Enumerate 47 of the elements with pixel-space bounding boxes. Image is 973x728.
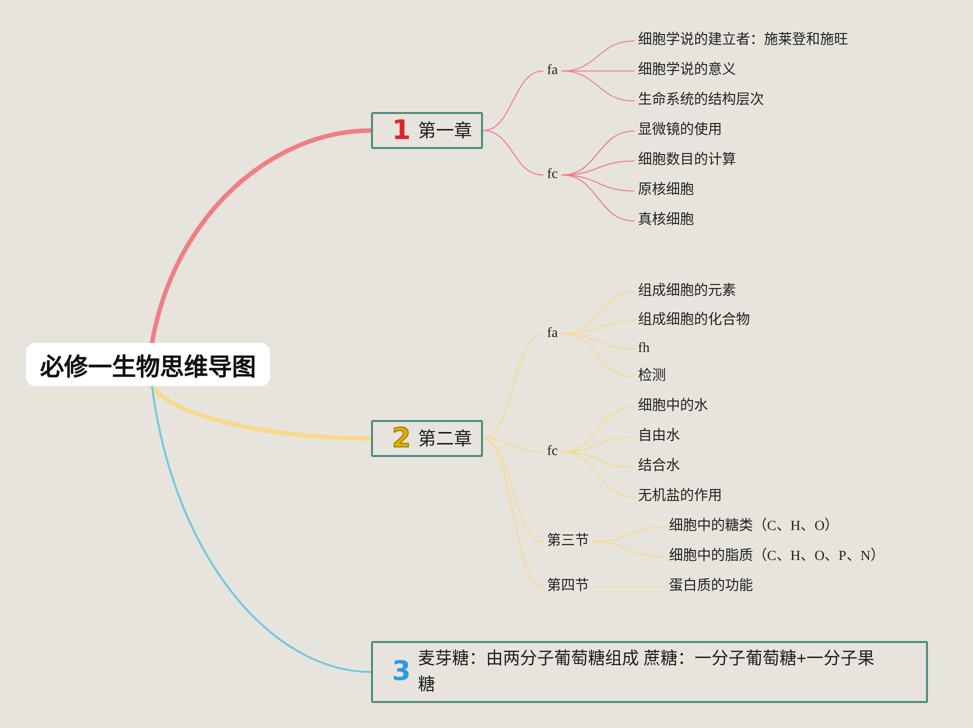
- detail-label: 原核细胞: [634, 182, 698, 200]
- detail-label: 细胞中的脂质（C、H、O、P、N）: [665, 548, 888, 566]
- subtopic-label: fa: [543, 62, 562, 80]
- detail-label: 显微镜的使用: [634, 122, 726, 140]
- detail-label: 组成细胞的化合物: [634, 312, 754, 330]
- topic-box: [371, 641, 928, 703]
- subtopic-label: 第四节: [543, 578, 593, 596]
- branch-line: [482, 438, 544, 543]
- topic-box: [371, 112, 483, 149]
- branch-line: [150, 128, 374, 346]
- branch-line: [482, 333, 544, 440]
- detail-label: 细胞学说的建立者：施莱登和施旺: [634, 32, 852, 50]
- detail-label: 真核细胞: [634, 212, 698, 230]
- topic-label: 第一章: [418, 120, 472, 142]
- branch-line: [151, 385, 372, 673]
- branch-line: [561, 174, 635, 222]
- topic-label: 第二章: [418, 428, 472, 450]
- detail-label: 组成细胞的元素: [634, 283, 740, 301]
- detail-label: 细胞中的糖类（C、H、O）: [665, 518, 843, 536]
- branch-line: [592, 586, 666, 588]
- branch-line: [150, 384, 374, 441]
- branch-line: [561, 333, 635, 378]
- subtopic-label: fc: [543, 166, 562, 184]
- topic-number: 2: [392, 424, 411, 454]
- branch-line: [482, 438, 544, 588]
- detail-label: 自由水: [634, 428, 684, 446]
- detail-label: 细胞学说的意义: [634, 62, 740, 80]
- detail-label: 检测: [634, 368, 670, 386]
- branch-line: [561, 70, 635, 102]
- branch-line: [592, 541, 666, 558]
- central-topic: 必修一生物思维导图: [26, 343, 270, 386]
- detail-label: 结合水: [634, 458, 684, 476]
- subtopic-label: fa: [543, 325, 562, 343]
- detail-label: 细胞数目的计算: [634, 152, 740, 170]
- topic-number: 1: [392, 116, 411, 146]
- detail-label: 蛋白质的功能: [665, 578, 757, 596]
- detail-label: fh: [634, 340, 654, 358]
- subtopic-label: 第三节: [543, 533, 593, 551]
- branch-line: [482, 130, 544, 176]
- subtopic-label: fc: [543, 443, 562, 461]
- detail-label: 生命系统的结构层次: [634, 92, 768, 110]
- topic-box: [371, 420, 483, 457]
- detail-label: 细胞中的水: [634, 398, 712, 416]
- topic-number: 3: [392, 657, 411, 687]
- topic-label: 麦芽糖：由两分子葡萄糖组成 蔗糖：一分子葡萄糖+一分子果糖: [418, 648, 876, 696]
- branch-line: [561, 451, 635, 498]
- detail-label: 无机盐的作用: [634, 488, 726, 506]
